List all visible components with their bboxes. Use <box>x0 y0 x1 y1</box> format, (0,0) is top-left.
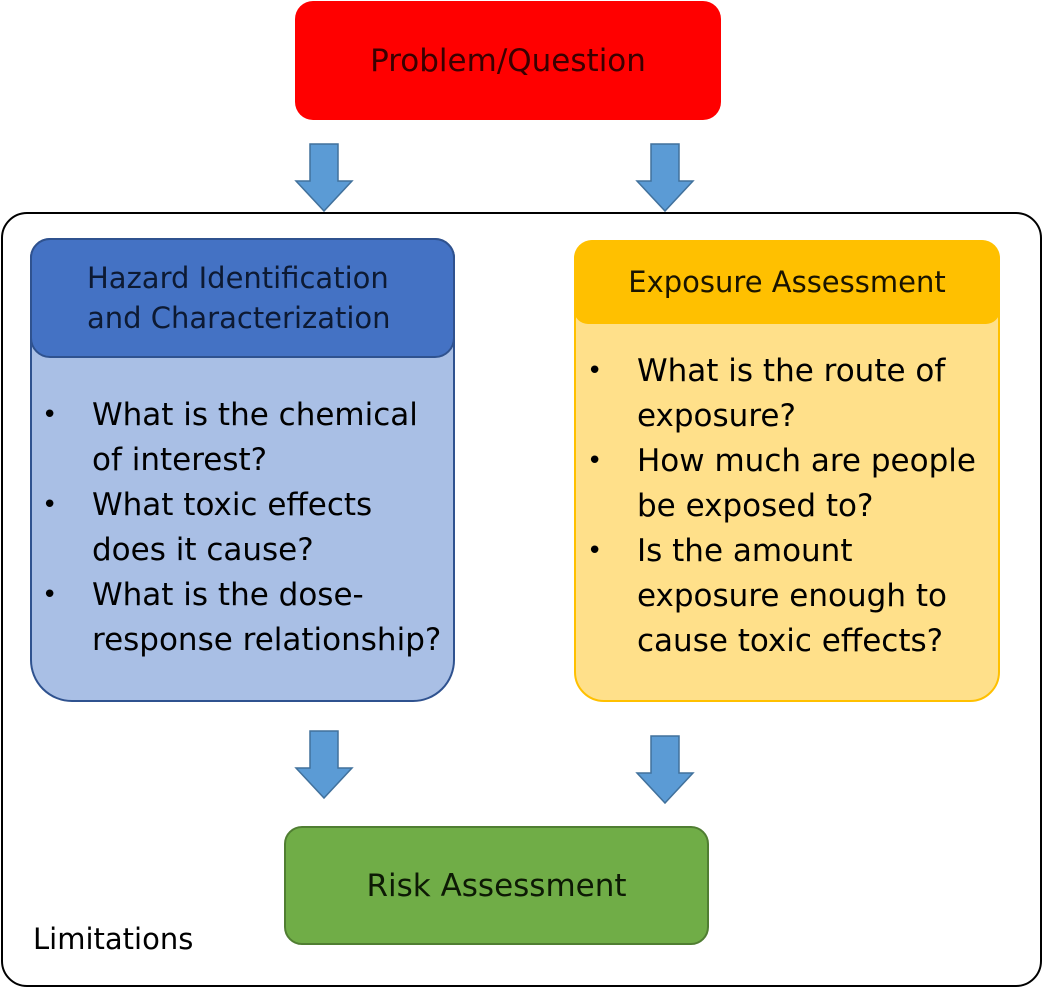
risk-assessment-label: Risk Assessment <box>366 867 627 904</box>
arrow-down-icon <box>294 143 354 213</box>
bullet-line: What is the chemical <box>92 397 418 433</box>
bullet-line: cause toxic effects? <box>637 623 944 659</box>
bullet-icon: • <box>587 536 603 566</box>
list-item: • What is the route of exposure? <box>575 349 995 439</box>
arrow-down-icon <box>635 735 695 805</box>
hazard-box-header: Hazard Identification and Characterizati… <box>30 238 455 358</box>
exposure-bullet-list: • What is the route of exposure? • How m… <box>575 349 995 664</box>
bullet-line: be exposed to? <box>637 488 874 524</box>
hazard-title-line1: Hazard Identification <box>87 261 389 295</box>
bullet-line: response relationship? <box>92 622 442 658</box>
exposure-title: Exposure Assessment <box>628 265 946 299</box>
exposure-box-header: Exposure Assessment <box>574 240 1000 324</box>
list-item: • Is the amount exposure enough to cause… <box>575 529 995 664</box>
arrow-down-icon <box>294 730 354 800</box>
bullet-icon: • <box>42 400 58 430</box>
bullet-line: What is the dose- <box>92 577 364 613</box>
bullet-icon: • <box>42 490 58 520</box>
bullet-line: What toxic effects <box>92 487 373 523</box>
bullet-line: What is the route of <box>637 353 946 389</box>
bullet-line: How much are people <box>637 443 976 479</box>
problem-question-box: Problem/Question <box>295 1 721 120</box>
bullet-line: Is the amount <box>637 533 853 569</box>
list-item: • What is the dose- response relationshi… <box>30 573 455 663</box>
bullet-icon: • <box>587 356 603 386</box>
bullet-icon: • <box>587 446 603 476</box>
hazard-title-line2: and Characterization <box>87 301 391 335</box>
list-item: • What toxic effects does it cause? <box>30 483 455 573</box>
bullet-line: exposure? <box>637 398 796 434</box>
list-item: • What is the chemical of interest? <box>30 393 455 483</box>
bullet-line: does it cause? <box>92 532 314 568</box>
bullet-line: exposure enough to <box>637 578 947 614</box>
arrow-down-icon <box>635 143 695 213</box>
problem-question-label: Problem/Question <box>370 42 646 79</box>
bullet-line: of interest? <box>92 442 268 478</box>
list-item: • How much are people be exposed to? <box>575 439 995 529</box>
limitations-label: Limitations <box>33 922 194 956</box>
hazard-bullet-list: • What is the chemical of interest? • Wh… <box>30 393 455 663</box>
risk-assessment-box: Risk Assessment <box>284 826 709 945</box>
bullet-icon: • <box>42 580 58 610</box>
